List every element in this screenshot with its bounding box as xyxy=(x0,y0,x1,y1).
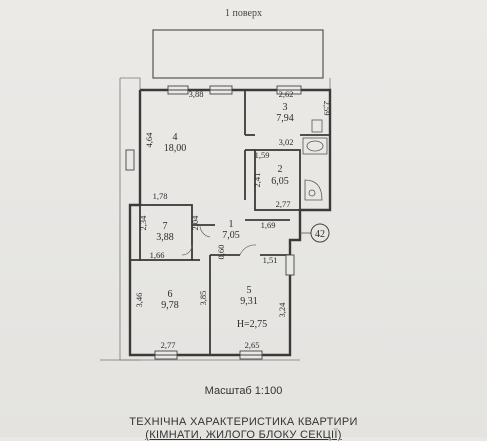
dim-2-77-top: 2,77 xyxy=(276,199,291,209)
balcony-outline xyxy=(152,29,324,79)
room-5-area: 9,31 xyxy=(240,296,258,307)
dim-2-65: 2,65 xyxy=(245,340,260,350)
room-7-area: 3,88 xyxy=(156,232,174,243)
dim-4-64: 4,64 xyxy=(144,132,154,148)
room-4-area: 18,00 xyxy=(164,143,187,154)
room-2-number: 2 xyxy=(278,164,283,175)
dim-1-69: 1,69 xyxy=(261,220,276,230)
room-7-number: 7 xyxy=(163,221,168,232)
floor-label: 1 поверх xyxy=(225,8,262,19)
dim-2-59: 2,59 xyxy=(322,101,332,116)
room-1-area: 7,05 xyxy=(222,230,240,241)
ceiling-height-note: H=2,75 xyxy=(237,319,267,330)
dim-2-41: 2,41 xyxy=(252,173,262,188)
room-4-number: 4 xyxy=(173,132,178,143)
room-3-number: 3 xyxy=(283,102,288,113)
inner-walls xyxy=(130,90,330,355)
apartment-number-tag: 42 xyxy=(300,223,330,243)
dim-3-02: 3,02 xyxy=(279,137,294,147)
bathroom-fixtures xyxy=(302,119,328,201)
dim-2-62: 2,62 xyxy=(279,89,294,99)
dim-0-60: 0,60 xyxy=(216,245,226,260)
room-5-number: 5 xyxy=(247,285,252,296)
dim-3-85: 3,85 xyxy=(198,291,208,306)
dim-2-77-bottom: 2,77 xyxy=(161,340,176,350)
dim-1-78: 1,78 xyxy=(153,191,168,201)
dim-1-59: 1,59 xyxy=(255,150,270,160)
scale-label: Масштаб 1:100 xyxy=(204,385,283,397)
windows xyxy=(125,85,302,360)
dim-2-34: 2,34 xyxy=(138,215,148,231)
document-title-line1: ТЕХНІЧНА ХАРАКТЕРИСТИКА КВАРТИРИ xyxy=(129,416,358,428)
room-6-number: 6 xyxy=(168,289,173,300)
outer-walls xyxy=(128,88,332,357)
dimension-labels: 3,88 2,62 2,59 4,64 3,02 1,59 2,41 1,78 … xyxy=(134,89,332,350)
document-title-line2: (КІМНАТИ, ЖИЛОГО БЛОКУ СЕКЦІЇ) xyxy=(145,429,342,441)
dim-1-66: 1,66 xyxy=(150,250,165,260)
dim-2-04: 2,04 xyxy=(190,215,200,231)
apartment-tag-number: 42 xyxy=(315,229,325,240)
room-labels: 4 18,00 3 7,94 2 6,05 7 3,88 1 7,05 6 9,… xyxy=(156,102,294,330)
dim-1-51: 1,51 xyxy=(263,255,278,265)
room-3-area: 7,94 xyxy=(276,113,294,124)
room-6-area: 9,78 xyxy=(161,300,179,311)
room-2-area: 6,05 xyxy=(271,176,289,187)
dim-3-46: 3,46 xyxy=(134,293,144,308)
room-1-number: 1 xyxy=(229,219,234,230)
dim-3-24: 3,24 xyxy=(277,302,287,318)
dim-3-88: 3,88 xyxy=(189,89,204,99)
door-swings xyxy=(181,224,257,256)
